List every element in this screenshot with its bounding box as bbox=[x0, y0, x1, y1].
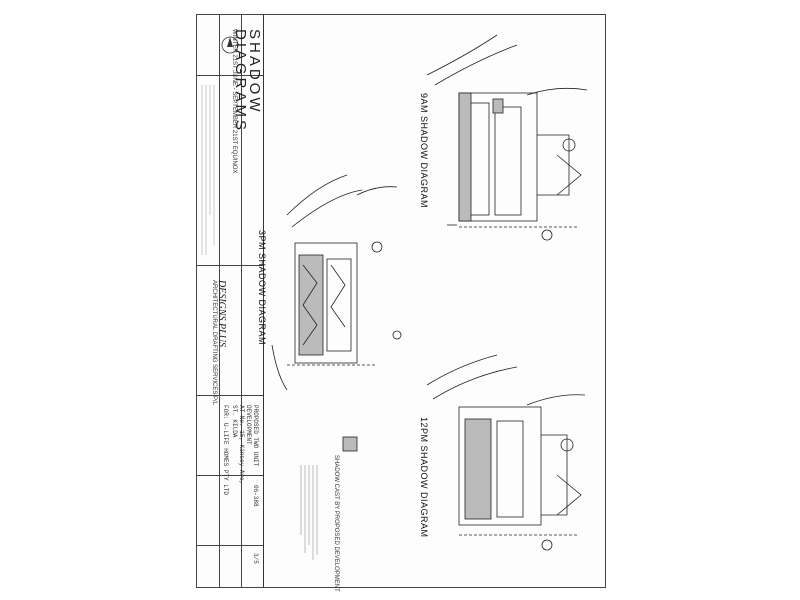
drawing-sheet: SHADOW DIAGRAMS WINTER 21ST JUNE - SEPTE… bbox=[196, 14, 606, 592]
site-plans bbox=[201, 34, 588, 560]
label-3pm: 3PM SHADOW DIAGRAM bbox=[257, 230, 267, 346]
diagram-3pm bbox=[271, 174, 402, 391]
notes-text-lines bbox=[300, 465, 318, 560]
title-block: SHADOW DIAGRAMS WINTER 21ST JUNE - SEPTE… bbox=[197, 15, 264, 587]
label-12pm: 12PM SHADOW DIAGRAM bbox=[419, 417, 429, 538]
diagram-9am bbox=[426, 34, 588, 241]
diagram-12pm bbox=[426, 354, 586, 551]
north-arrow-icon bbox=[227, 37, 233, 47]
title-block-notes bbox=[201, 85, 215, 255]
legend-swatch bbox=[342, 436, 358, 452]
legend-text: SHADOW CAST BY PROPOSED DEVELOPMENT bbox=[333, 455, 339, 592]
label-9am: 9AM SHADOW DIAGRAM bbox=[419, 93, 429, 209]
